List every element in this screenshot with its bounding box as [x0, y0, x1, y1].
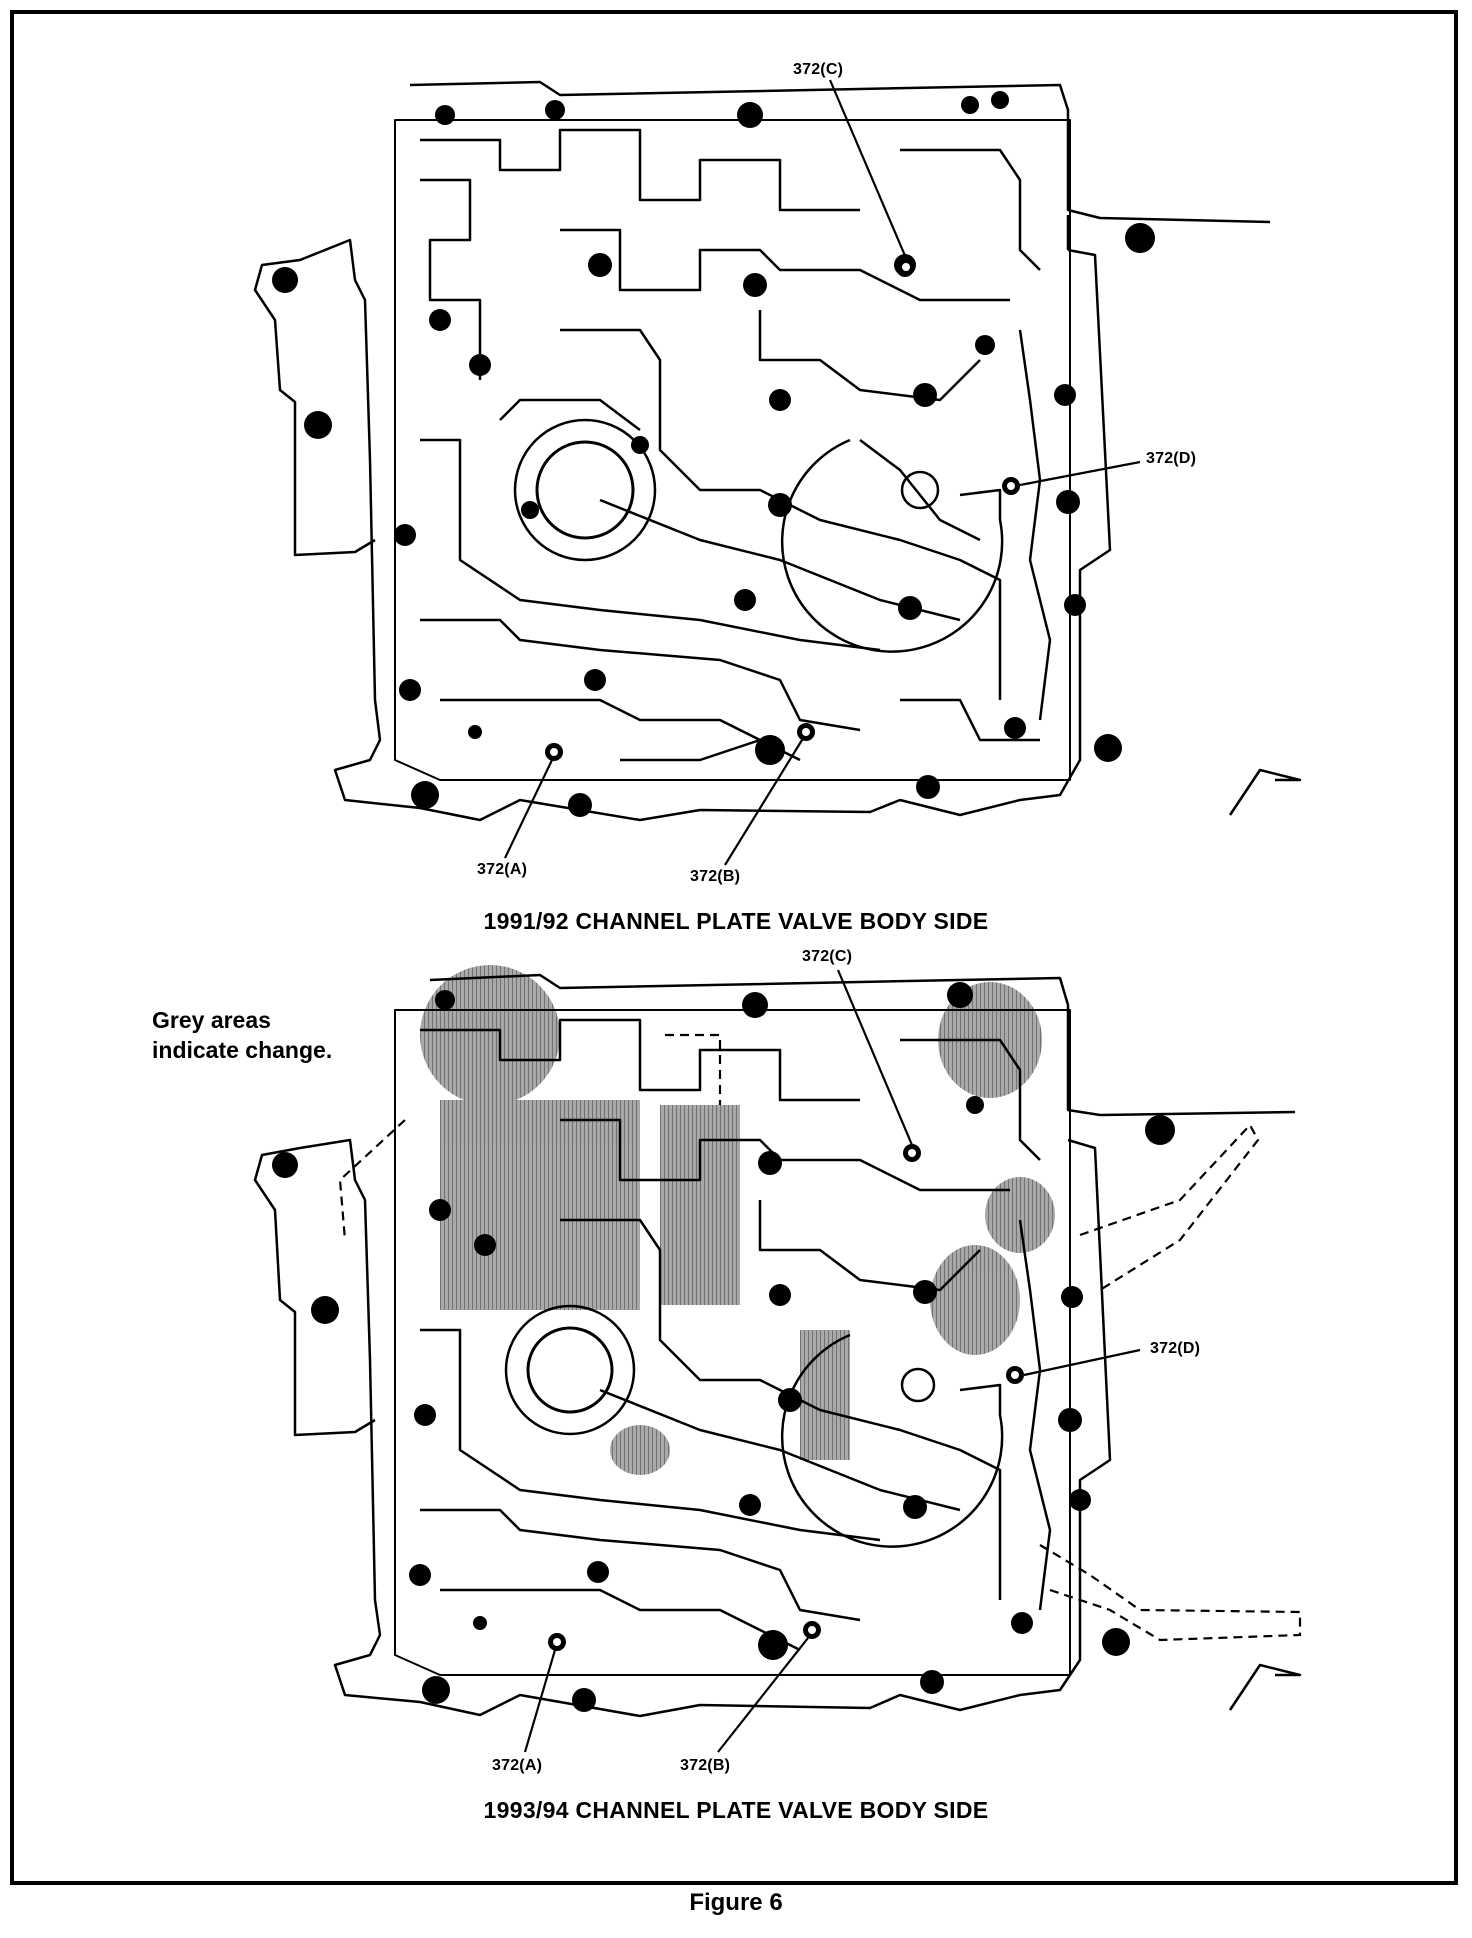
bottom-diagram-title: 1993/94 CHANNEL PLATE VALVE BODY SIDE [483, 1797, 989, 1823]
note-line-2: indicate change. [152, 1037, 333, 1063]
top-diagram-title: 1991/92 CHANNEL PLATE VALVE BODY SIDE [483, 908, 989, 934]
callout-372a-top: 372(A) [477, 861, 528, 878]
callout-372c-top: 372(C) [793, 61, 844, 78]
channel-plate-1991-92-drawing [253, 79, 1302, 866]
grey-areas-note: Grey areas indicate change. [152, 1005, 332, 1065]
figure-caption: Figure 6 [689, 1889, 783, 1916]
callout-372b-top: 372(B) [690, 868, 741, 885]
note-line-1: Grey areas [152, 1007, 271, 1033]
callout-372d-bottom: 372(D) [1150, 1340, 1201, 1357]
callout-372a-bottom: 372(A) [492, 1757, 543, 1774]
callout-372b-bottom: 372(B) [680, 1757, 731, 1774]
callout-372c-bottom: 372(C) [802, 948, 853, 965]
channel-plate-1993-94-drawing [253, 965, 1302, 1753]
figure-frame [10, 10, 1458, 1885]
callout-372d-top: 372(D) [1146, 450, 1197, 467]
